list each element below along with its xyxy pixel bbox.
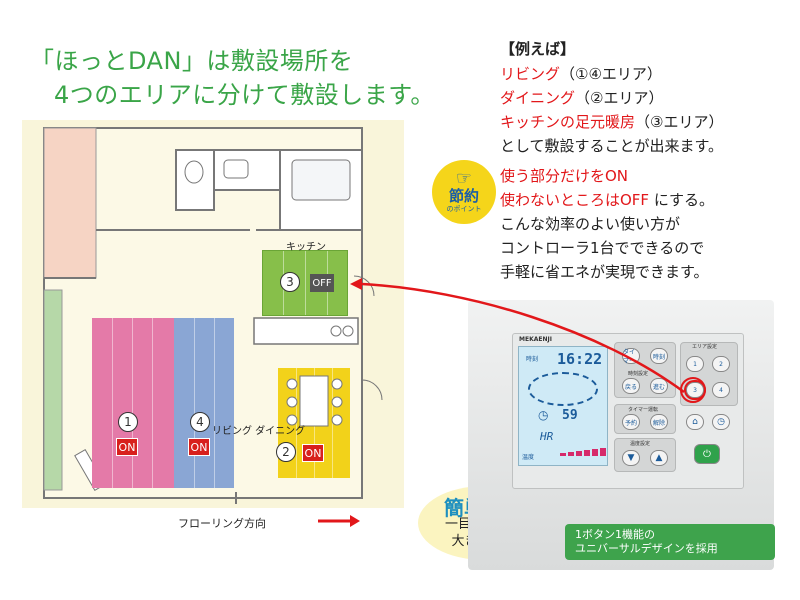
example-item-living: リビング（①④エリア） (500, 65, 662, 83)
universal-design-badge: 1ボタン1機能の ユニバーサルデザインを採用 (565, 524, 775, 560)
area-2-button[interactable]: 2 (712, 356, 730, 372)
lock-button[interactable]: ⌂ (686, 414, 704, 430)
tip-line3: こんな効率のよい使い方が (500, 215, 681, 233)
area-4-button[interactable]: 4 (712, 382, 730, 398)
tip-line2: 使わないところはOFF にする。 (500, 191, 715, 209)
kitchen-label: キッチン (286, 242, 326, 253)
example-conclusion: として敷設することが出来ます。 (500, 137, 724, 155)
power-button[interactable]: ⏻ (694, 444, 720, 464)
zone-2-on-button[interactable]: ON (302, 444, 324, 462)
clock-button[interactable]: 時刻 (650, 348, 668, 364)
zone-1-on-button[interactable]: ON (116, 438, 138, 456)
area-1-button[interactable]: 1 (686, 356, 704, 372)
zone-3-number: 3 (280, 272, 300, 292)
lcd-timer-value: 59 (562, 408, 578, 423)
tip-line4: コントローラ1台でできるので (500, 239, 705, 257)
controller-lcd (518, 346, 608, 466)
temp-up-button[interactable]: ▲ (650, 450, 668, 466)
area-3-button[interactable]: 3 (686, 382, 704, 398)
reserve-button[interactable]: 予約 (622, 414, 640, 430)
example-title: 【例えば】 (500, 40, 576, 58)
zone-4-on-button[interactable]: ON (188, 438, 210, 456)
timer-operation-label: タイマー運転 (628, 407, 659, 413)
flooring-direction-label: フローリング方向 (178, 517, 266, 530)
area-setting-label: エリア設定 (692, 344, 718, 350)
timer-clock-icon: ◷ (538, 408, 549, 422)
example-item-kitchen: キッチンの足元暖房（③エリア） (500, 113, 724, 131)
saving-tip-badge: ☞ 節約 のポイント (432, 160, 496, 224)
temp-down-button[interactable]: ▼ (622, 450, 640, 466)
zone-living-1 (92, 318, 174, 488)
lcd-temp-label: 温度 (522, 454, 535, 461)
timer-clock-button[interactable]: ◷ (712, 414, 730, 430)
living-dining-label: リビング ダイニング (212, 426, 306, 437)
forward-button[interactable]: 進む (650, 378, 668, 394)
tip-badge-label: 節約 (448, 187, 479, 205)
cancel-button[interactable]: 解除 (650, 414, 668, 430)
headline-line1: 「ほっとDAN」は敷設場所を (30, 47, 354, 75)
zone-4-number: 4 (190, 412, 210, 432)
zone-3-off-button[interactable]: OFF (310, 274, 334, 292)
tip-line5: 手軽に省エネが実現できます。 (500, 263, 709, 281)
zone-living-4 (174, 318, 234, 488)
back-button[interactable]: 戻る (622, 378, 640, 394)
lcd-temp-bars (560, 448, 606, 456)
tip-line1: 使う部分だけをON (500, 167, 629, 185)
lcd-clock-label: 時刻 (526, 356, 539, 363)
zone-1-number: 1 (118, 412, 138, 432)
lcd-time: 16:22 (557, 350, 603, 368)
example-item-dining: ダイニング（②エリア） (500, 89, 664, 107)
lcd-mode-value: HR (540, 430, 554, 443)
temp-setting-label: 温度設定 (630, 441, 651, 447)
pointing-hand-icon: ☞ (455, 168, 473, 189)
lcd-dial-icon (528, 372, 598, 406)
headline: 「ほっとDAN」は敷設場所を 4つのエリアに分けて敷設します。 (30, 44, 435, 112)
time-setting-label: 時刻設定 (628, 371, 649, 377)
controller-brand: MEKAENJI (519, 336, 552, 343)
tip-badge-sub: のポイント (446, 205, 482, 213)
headline-line2: 4つのエリアに分けて敷設します。 (54, 81, 435, 109)
zone-2-number: 2 (276, 442, 296, 462)
